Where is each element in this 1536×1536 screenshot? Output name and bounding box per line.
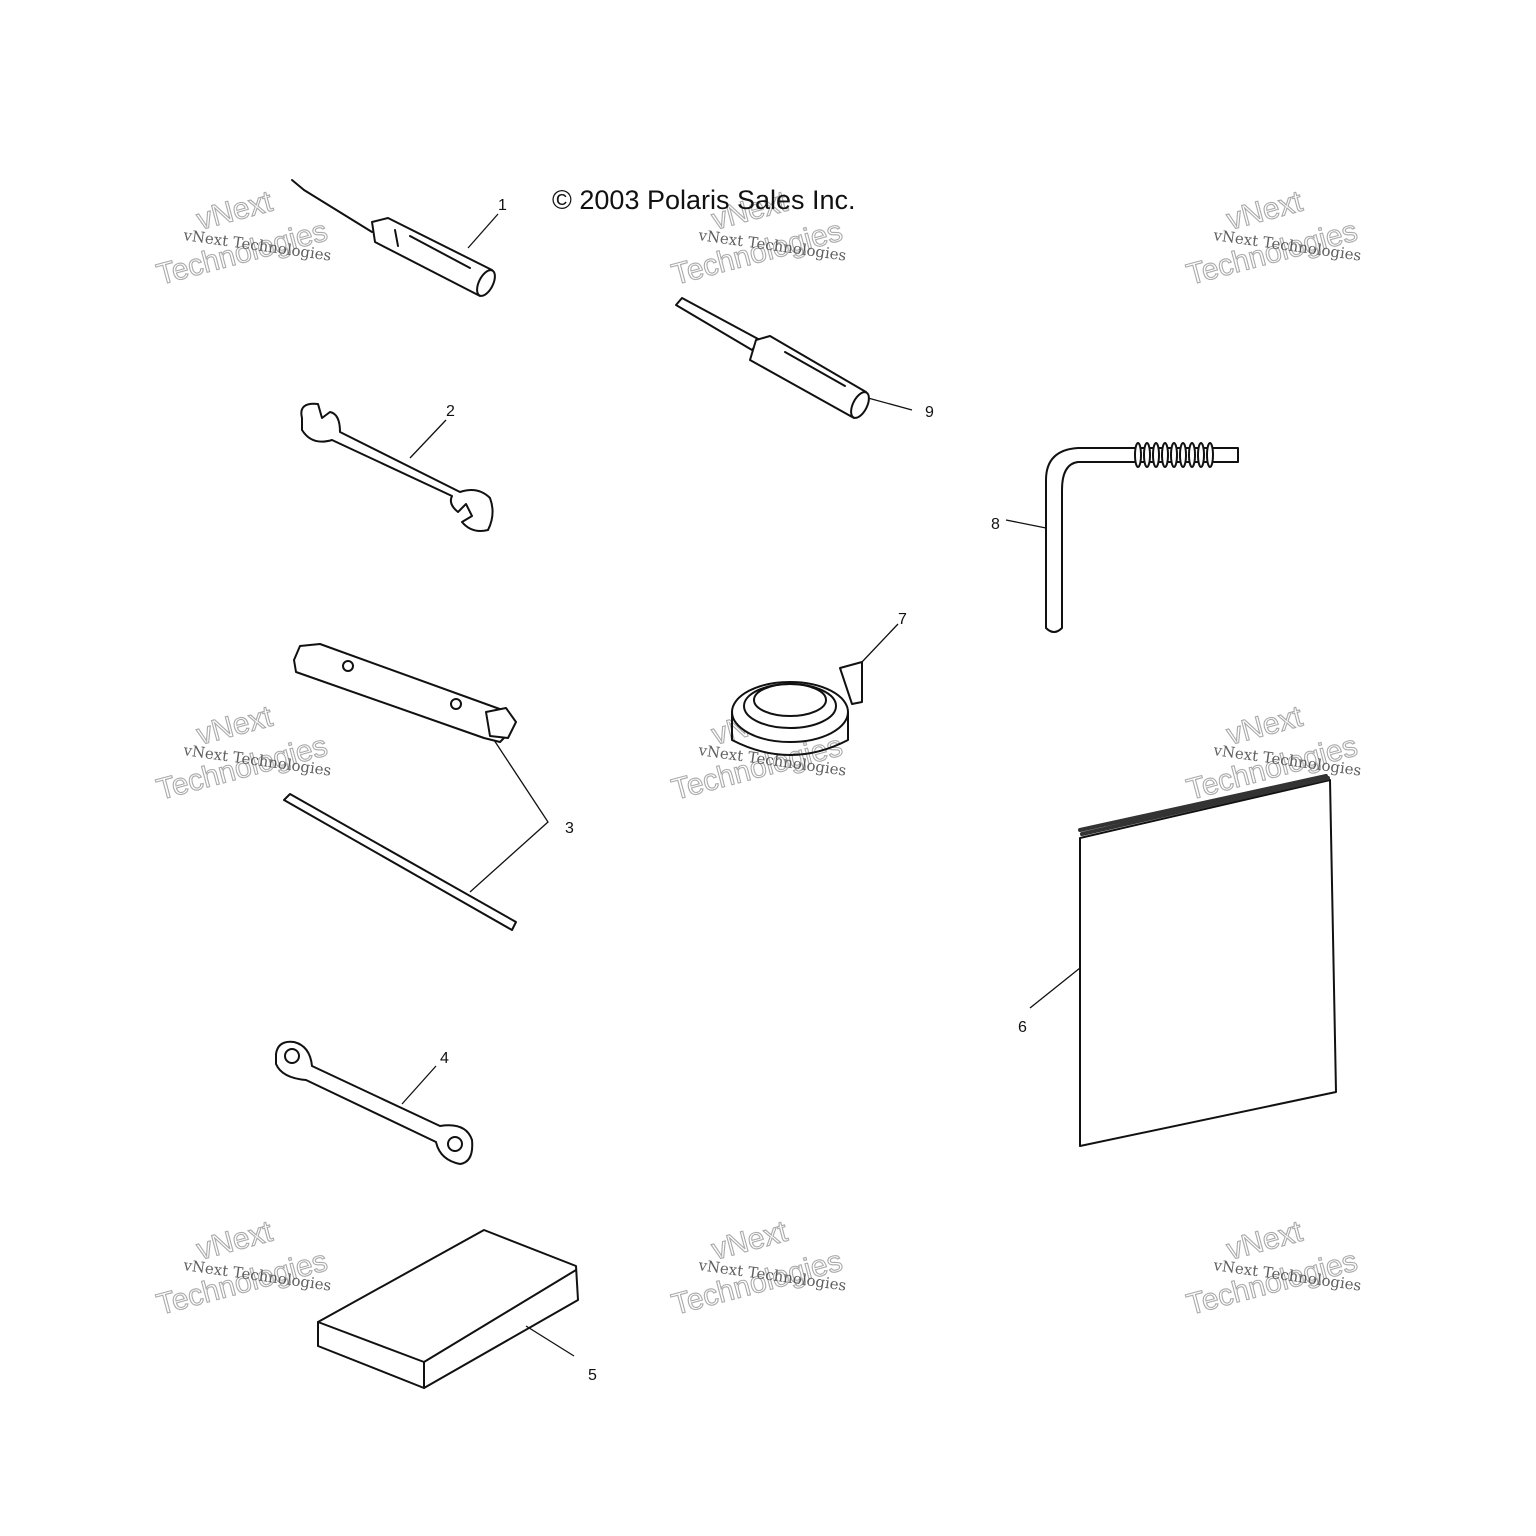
part-5-tool-pouch[interactable]: 5: [317, 1229, 597, 1389]
callout-4: 4: [440, 1050, 449, 1067]
callout-6: 6: [1018, 1019, 1027, 1036]
part-1-screwdriver[interactable]: 1: [291, 179, 507, 299]
callout-9: 9: [925, 404, 934, 421]
callout-3: 3: [565, 820, 574, 837]
part-9-screwdriver[interactable]: 9: [675, 297, 934, 421]
grip-coil: [1179, 442, 1187, 468]
grip-coil: [1152, 442, 1160, 468]
grip-coil: [1161, 442, 1169, 468]
grip-coil: [1188, 442, 1196, 468]
callout-8: 8: [991, 516, 1000, 533]
grip-coil: [1143, 442, 1151, 468]
copyright-text: © 2003 Polaris Sales Inc.: [552, 185, 856, 215]
grip-coil: [1197, 442, 1205, 468]
part-4-box-wrench[interactable]: 4: [275, 1040, 474, 1165]
callout-1: 1: [498, 197, 507, 214]
part-6-owners-manual[interactable]: 6: [1018, 774, 1337, 1147]
callout-2: 2: [446, 403, 455, 420]
callout-5: 5: [588, 1367, 597, 1384]
part-7-strap[interactable]: 7: [731, 611, 907, 756]
grip-coil: [1206, 442, 1214, 468]
grip-coil: [1134, 442, 1142, 468]
part-3-socket-wrench[interactable]: 3: [283, 643, 574, 931]
part-2-open-end-wrench[interactable]: 2: [300, 402, 494, 532]
part-8-hex-key[interactable]: 8: [991, 442, 1239, 633]
callout-7: 7: [898, 611, 907, 628]
grip-coil: [1170, 442, 1178, 468]
